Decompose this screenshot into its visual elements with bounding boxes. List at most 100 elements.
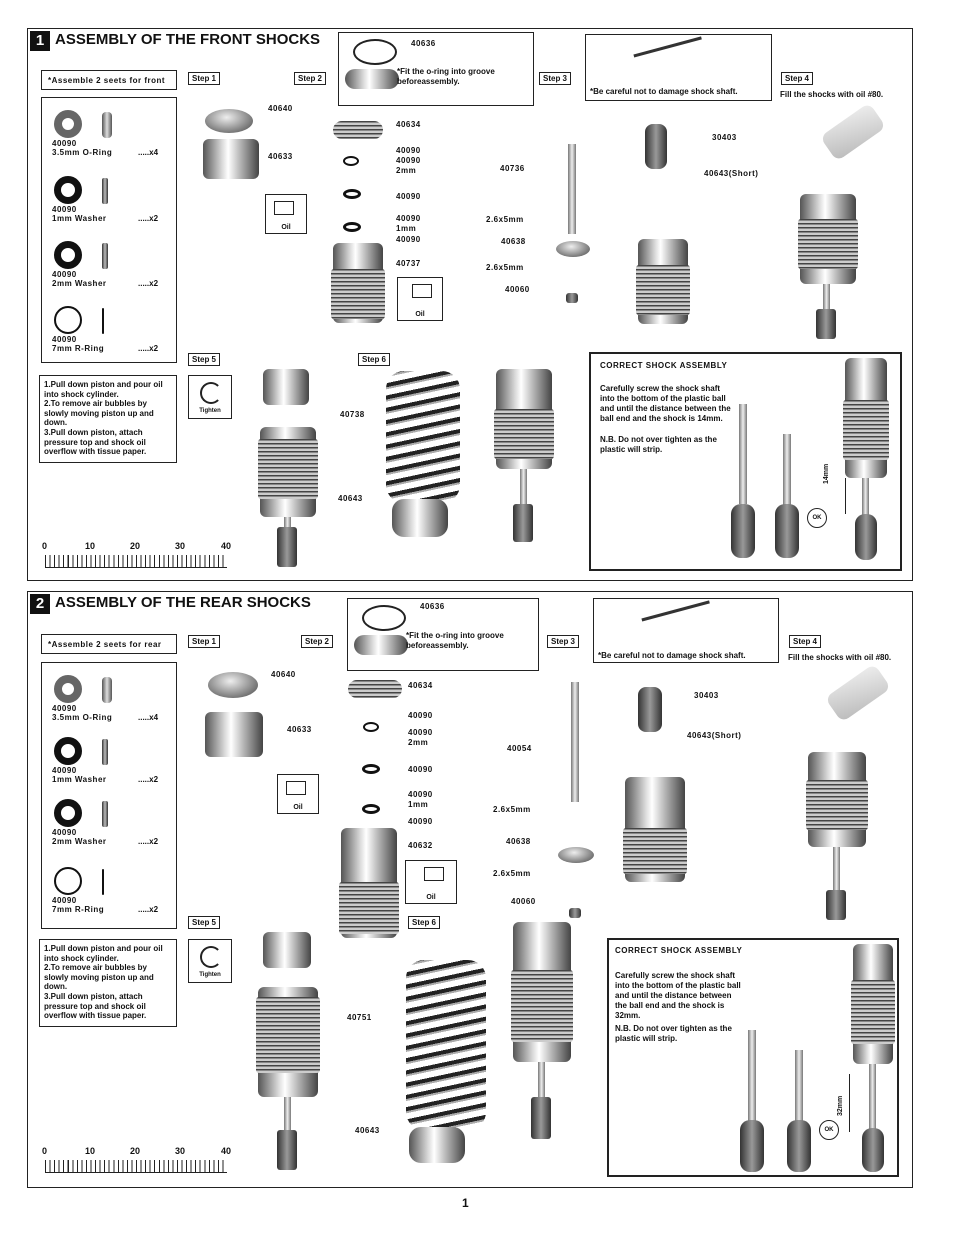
correct-assembly-box: CORRECT SHOCK ASSEMBLY Carefully screw t… xyxy=(607,938,899,1177)
spring-collar-icon xyxy=(409,1127,465,1163)
instruction-1: 1.Pull down piston and pour oil into sho… xyxy=(44,944,163,963)
body-threads-icon xyxy=(798,219,858,269)
body-threads-icon xyxy=(636,265,690,315)
label-spring: 40738 xyxy=(340,410,365,419)
shock-top-icon xyxy=(263,369,309,405)
part-washer-2mm: 40090 2mm Washer .....x2 xyxy=(52,241,177,301)
pliers-icon xyxy=(633,36,709,83)
step-5-label: Step 5 xyxy=(188,916,221,929)
part-number: 40090 xyxy=(52,766,77,775)
section-number: 2 xyxy=(30,594,50,614)
oil-bottle-icon xyxy=(286,781,306,795)
rod-end-icon xyxy=(740,1120,764,1172)
ruler-tick-10: 10 xyxy=(85,541,96,551)
spring-collar-icon xyxy=(392,499,448,537)
body-threads-icon xyxy=(806,780,868,830)
oil-bottle-icon xyxy=(824,663,892,723)
label-body: 40737 xyxy=(396,259,421,268)
section-title: ASSEMBLY OF THE FRONT SHOCKS xyxy=(55,31,321,48)
label-shaft: 40736 xyxy=(500,164,525,173)
part-qty: .....x2 xyxy=(138,775,159,784)
oil-label: Oil xyxy=(293,804,303,811)
part-qty: .....x2 xyxy=(138,279,159,288)
oring-icon xyxy=(54,675,82,703)
shock-cap-icon xyxy=(208,672,258,698)
instruction-3: 3.Pull down piston, attach pressure top … xyxy=(44,427,147,457)
oring-icon xyxy=(353,39,397,65)
ruler-scale xyxy=(45,1160,227,1173)
spring-icon xyxy=(386,371,460,503)
pliers-icon xyxy=(641,600,717,647)
body-threads-icon xyxy=(851,980,895,1044)
damage-callout: *Be careful not to damage shock shaft. xyxy=(585,34,772,101)
correct-assembly-box: CORRECT SHOCK ASSEMBLY Carefully screw t… xyxy=(589,352,902,571)
shaft-icon xyxy=(795,1050,803,1130)
label-e-clip-2: 2.6x5mm xyxy=(486,263,524,272)
washer-icon xyxy=(343,189,361,199)
oring-side-icon xyxy=(102,677,112,703)
step-4-label: Step 4 xyxy=(781,72,814,85)
label-nut: 40634 xyxy=(408,681,433,690)
label-nut: 40634 xyxy=(396,120,421,129)
rod-end-icon xyxy=(855,514,877,560)
ruler-scale xyxy=(45,555,227,568)
label-oring: 40090 xyxy=(396,146,421,155)
part-desc: 1mm Washer xyxy=(52,775,107,784)
washer-icon xyxy=(54,737,82,765)
correct-text: Carefully screw the shock shaft into the… xyxy=(600,384,731,423)
shock-shaft-icon xyxy=(833,847,840,892)
washer-side-icon xyxy=(102,801,108,827)
label-locknut: 40060 xyxy=(505,285,530,294)
rod-end-icon xyxy=(645,124,667,169)
shaft-icon xyxy=(783,434,791,514)
label-washer1-size: 1mm xyxy=(408,800,429,809)
step-1-label: Step 1 xyxy=(188,72,221,85)
oil-bottle-icon xyxy=(274,201,294,215)
instruction-3: 3.Pull down piston, attach pressure top … xyxy=(44,991,147,1021)
rod-end-icon xyxy=(277,527,297,567)
tighten-box: Tighten xyxy=(188,939,232,983)
label-washer2-size: 2mm xyxy=(396,166,417,175)
parts-list: 40090 3.5mm O-Ring .....x4 40090 1mm Was… xyxy=(41,662,177,929)
assemble-note: *Assemble 2 seets for front xyxy=(48,76,166,85)
oring-part-number: 40636 xyxy=(411,39,436,48)
section-number: 1 xyxy=(30,31,50,51)
dimension-label: 14mm xyxy=(823,463,830,484)
shock-top-icon xyxy=(263,932,311,968)
label-washer1: 40090 xyxy=(408,790,433,799)
body-threads-icon xyxy=(511,970,573,1042)
fill-note: Fill the shocks with oil #80. xyxy=(780,90,884,99)
rod-end-icon xyxy=(775,504,799,558)
assemble-note-box: *Assemble 2 seets for front xyxy=(41,70,177,90)
label-ball: 30403 xyxy=(694,691,719,700)
damage-note: *Be careful not to damage shock shaft. xyxy=(590,87,738,96)
shock-shaft-icon xyxy=(284,1097,291,1133)
ruler-tick-30: 30 xyxy=(175,541,186,551)
shock-top-icon xyxy=(354,635,408,655)
shock-shaft-icon xyxy=(520,469,527,509)
correct-heading: CORRECT SHOCK ASSEMBLY xyxy=(600,361,728,370)
part-desc: 3.5mm O-Ring xyxy=(52,713,113,722)
label-top: 40633 xyxy=(268,152,293,161)
dimension-line xyxy=(849,1074,850,1132)
oring-callout: 40636 *Fit the o-ring into groove before… xyxy=(338,32,534,106)
damage-callout: *Be careful not to damage shock shaft. xyxy=(593,598,779,663)
rod-end-icon xyxy=(787,1120,811,1172)
body-threads-icon xyxy=(258,439,318,499)
oring-icon xyxy=(343,156,359,166)
part-number: 40090 xyxy=(52,270,77,279)
step-2-label: Step 2 xyxy=(301,635,334,648)
part-qty: .....x2 xyxy=(138,344,159,353)
rod-end-icon xyxy=(816,309,836,339)
shock-shaft-icon xyxy=(538,1062,545,1102)
label-spring: 40751 xyxy=(347,1013,372,1022)
oil-bottle-icon xyxy=(424,867,444,881)
part-qty: .....x2 xyxy=(138,837,159,846)
front-shocks-section: 1 ASSEMBLY OF THE FRONT SHOCKS *Assemble… xyxy=(27,28,913,581)
oring-callout: 40636 *Fit the o-ring into groove before… xyxy=(347,598,539,671)
oil-label: Oil xyxy=(281,224,291,231)
instruction-2: 2.To remove air bubbles by slowly moving… xyxy=(44,963,154,992)
step-4-label: Step 4 xyxy=(789,635,822,648)
label-rod-end: 40643(Short) xyxy=(704,169,759,178)
spring-icon xyxy=(406,960,486,1130)
